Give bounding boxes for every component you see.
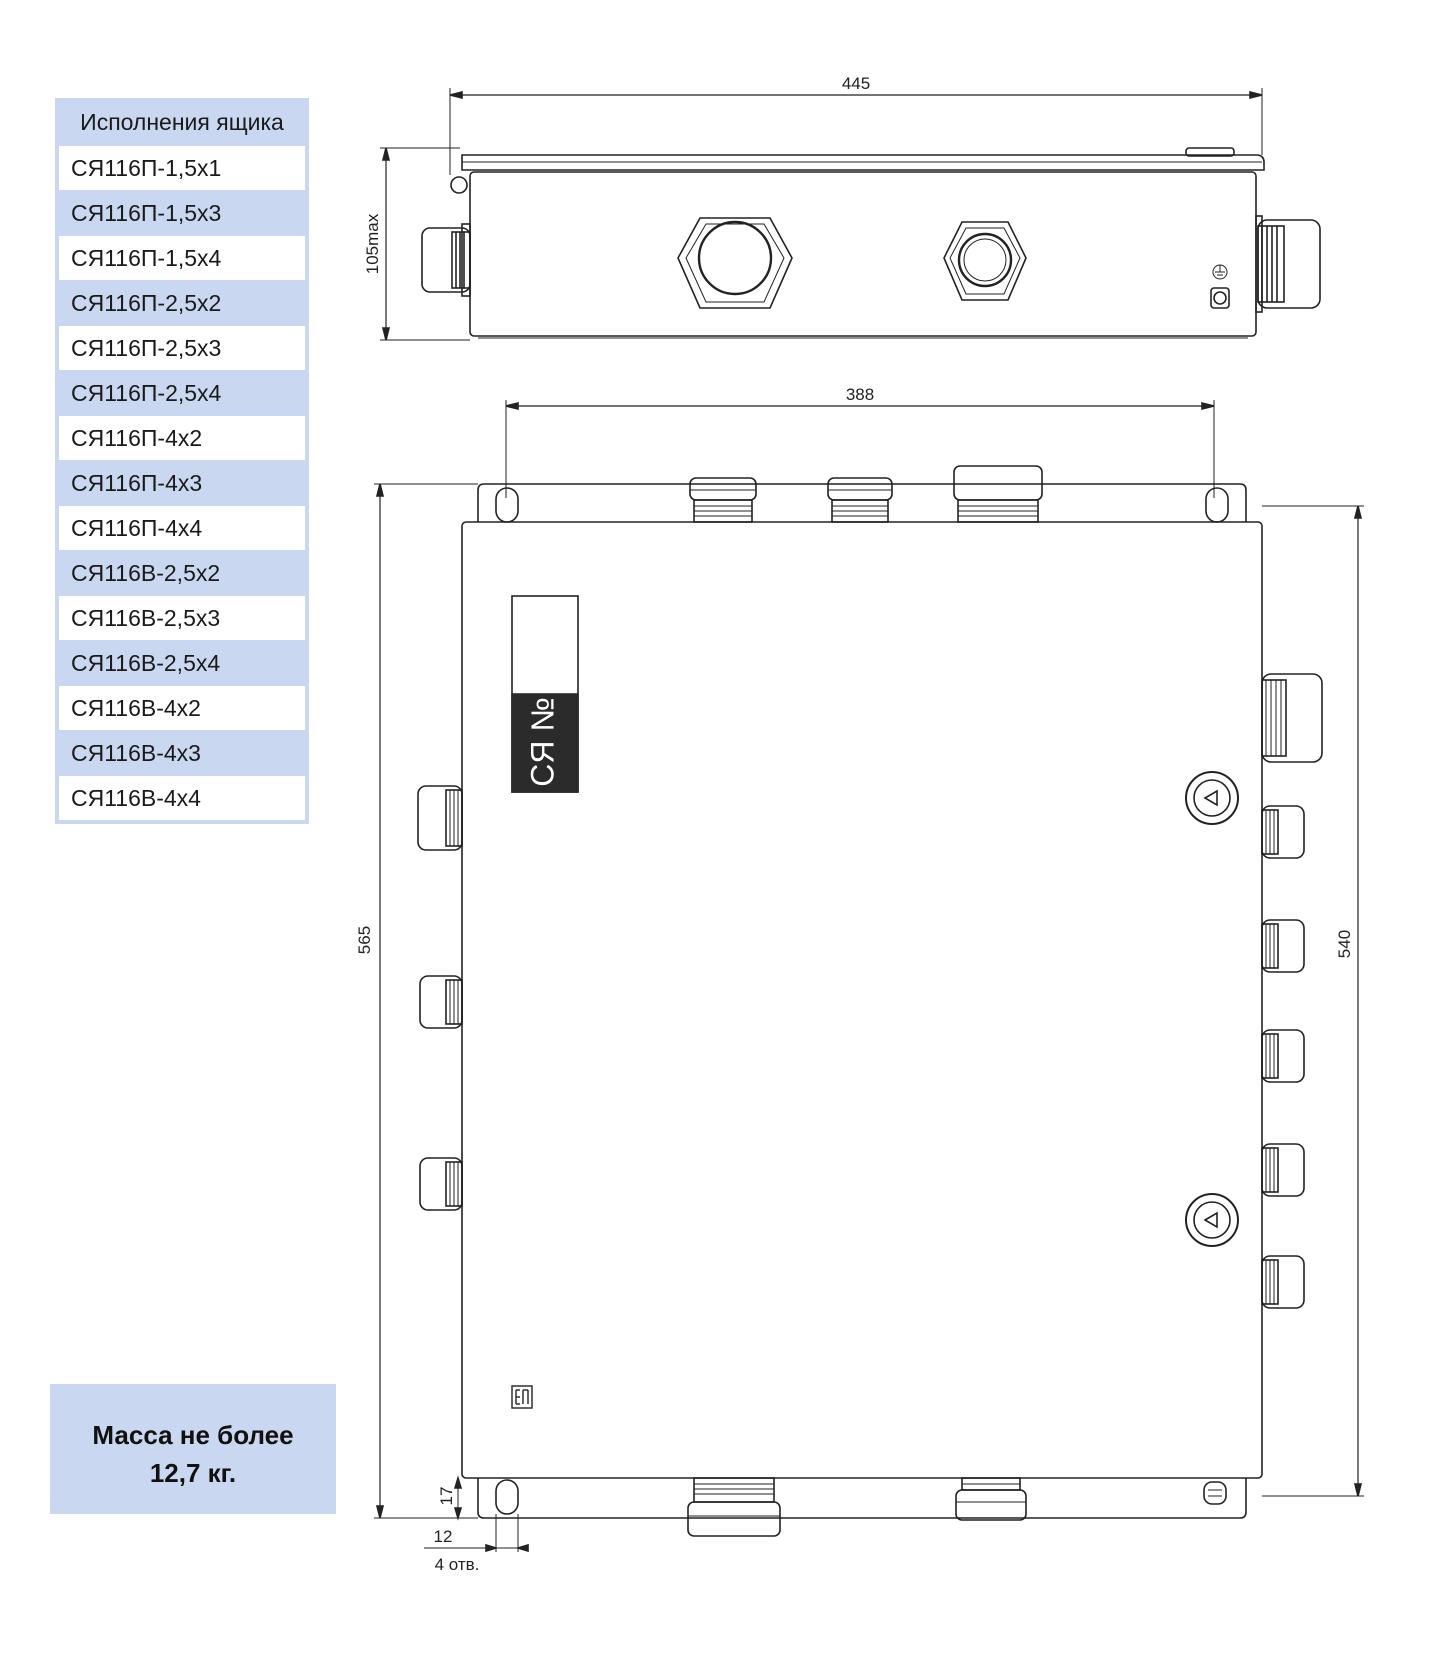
variant-item: СЯ116В-4х4 — [59, 776, 305, 820]
dim-12-label: 12 — [434, 1527, 453, 1546]
cable-gland-top-left — [421, 223, 471, 297]
cable-gland-left-1 — [417, 785, 463, 851]
top-view: 445 105max — [363, 74, 1321, 341]
cable-gland-right-2 — [1261, 805, 1305, 859]
hex-gland-small — [943, 221, 1027, 301]
variant-item: СЯ116П-2,5х4 — [59, 371, 305, 415]
cable-gland-front-top-1 — [689, 477, 757, 523]
variant-item: СЯ116В-4х2 — [59, 686, 305, 730]
front-view: 388 565 540 — [355, 385, 1364, 1574]
cable-gland-right-5 — [1261, 1143, 1305, 1197]
hex-gland-large — [677, 217, 793, 309]
variant-item: СЯ116В-2,5х3 — [59, 596, 305, 640]
eac-mark-icon — [511, 1385, 533, 1409]
lock-icon-lower — [1185, 1193, 1239, 1247]
variant-item: СЯ116П-1,5х3 — [59, 191, 305, 235]
dim-445-label: 445 — [842, 74, 870, 93]
mass-line-2: 12,7 кг. — [149, 1458, 237, 1488]
cable-gland-right-3 — [1261, 919, 1305, 973]
cable-gland-right-4 — [1261, 1029, 1305, 1083]
variant-item: СЯ116П-1,5х4 — [59, 236, 305, 280]
cable-gland-left-2 — [419, 975, 463, 1029]
cable-gland-right-1 — [1261, 673, 1323, 763]
cable-gland-front-top-2 — [827, 477, 893, 523]
label-plate: СЯ № — [511, 595, 579, 793]
mount-hole-bl — [495, 1479, 519, 1515]
variant-item: СЯ116В-4х3 — [59, 731, 305, 775]
variant-item: СЯ116П-4х4 — [59, 506, 305, 550]
variant-item: СЯ116П-4х2 — [59, 416, 305, 460]
variant-item: СЯ116П-4х3 — [59, 461, 305, 505]
dim-105max-label: 105max — [363, 213, 382, 274]
variant-item: СЯ116П-1,5х1 — [59, 146, 305, 190]
lock-icon-upper — [1185, 771, 1239, 825]
cable-gland-right-6 — [1261, 1255, 1305, 1309]
dim-540-label: 540 — [1335, 930, 1354, 958]
mass-note: Масса не более 12,7 кг. — [50, 1384, 336, 1514]
cable-gland-front-top-3 — [953, 465, 1043, 523]
variant-item: СЯ116В-2,5х4 — [59, 641, 305, 685]
dim-565-label: 565 — [355, 926, 374, 954]
mount-hole-tr — [1205, 487, 1229, 523]
variant-item: СЯ116В-2,5х2 — [59, 551, 305, 595]
label-plate-text: СЯ № — [524, 697, 560, 786]
holes-count-label: 4 отв. — [435, 1555, 480, 1574]
cable-gland-top-right — [1255, 215, 1321, 313]
cable-gland-left-3 — [419, 1157, 463, 1211]
ground-icon — [1210, 264, 1230, 309]
enclosure-body — [461, 521, 1263, 1479]
dim-388-label: 388 — [846, 385, 874, 404]
ground-bolt-bottom — [1203, 1481, 1227, 1505]
dim-17-label: 17 — [437, 1487, 456, 1506]
cable-gland-front-bottom-1 — [687, 1477, 781, 1537]
variant-item: СЯ116П-2,5х3 — [59, 326, 305, 370]
variants-header: Исполнения ящика — [80, 109, 284, 135]
variant-item: СЯ116П-2,5х2 — [59, 281, 305, 325]
cable-gland-front-bottom-2 — [955, 1477, 1027, 1521]
mount-hole-tl — [495, 487, 519, 523]
mass-line-1: Масса не более — [92, 1420, 294, 1450]
